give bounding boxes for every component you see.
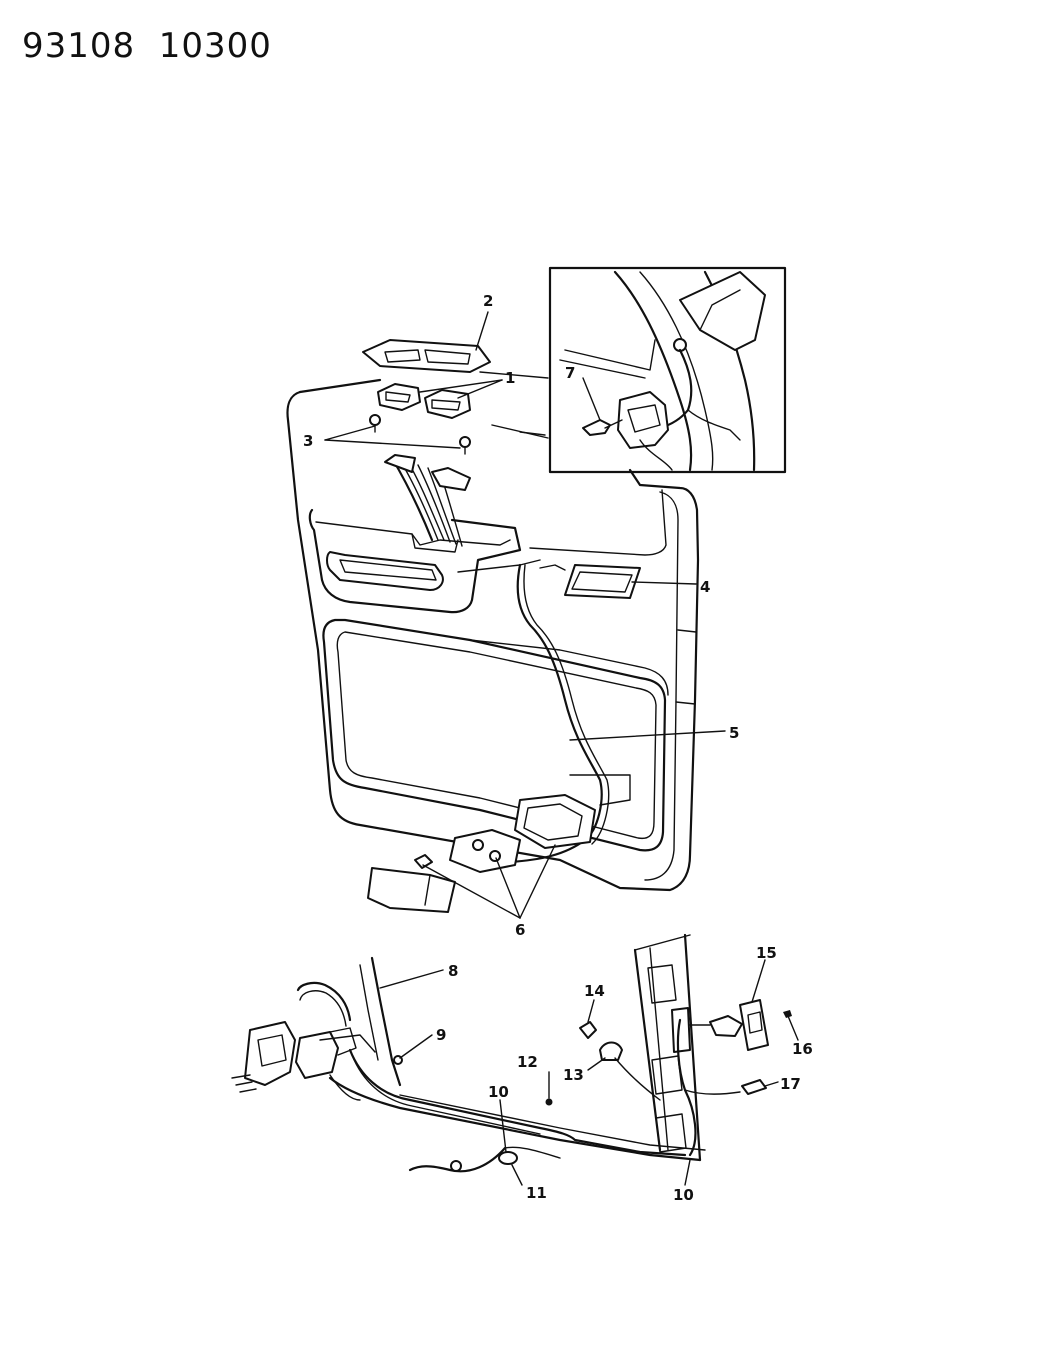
screws <box>369 414 471 455</box>
callout-11: 11 <box>526 1184 547 1202</box>
window-switches <box>377 383 471 419</box>
lower-bezel <box>367 774 631 913</box>
diagram-code: 93108 10300 <box>22 26 272 66</box>
callout-1: 1 <box>505 369 515 387</box>
callout-16: 16 <box>792 1040 813 1058</box>
callout-6: 6 <box>515 921 525 939</box>
callout-14: 14 <box>584 982 605 1000</box>
door-trim-panel <box>286 371 700 892</box>
callout-3: 3 <box>303 432 313 450</box>
callout-17: 17 <box>780 1075 801 1093</box>
callout-4: 4 <box>700 578 710 596</box>
callout-10-left: 10 <box>488 1083 509 1101</box>
callout-10-right: 10 <box>673 1186 694 1204</box>
callout-8: 8 <box>448 962 458 980</box>
switch-bezel <box>362 339 491 373</box>
inset-frame <box>548 266 787 474</box>
callout-2: 2 <box>483 292 493 310</box>
wire-harness <box>384 454 610 864</box>
callout-labels: 2 1 3 7 4 5 6 8 9 10 11 12 13 14 15 16 1… <box>303 292 813 1204</box>
callout-15: 15 <box>756 944 777 962</box>
floor-harness <box>231 933 792 1173</box>
inset-detail <box>548 266 787 474</box>
callout-7: 7 <box>565 364 575 382</box>
leader-lines <box>324 311 799 1186</box>
callout-5: 5 <box>729 724 739 742</box>
callout-9: 9 <box>436 1026 446 1044</box>
courtesy-lamp <box>564 564 641 599</box>
callout-12: 12 <box>517 1053 538 1071</box>
callout-13: 13 <box>563 1066 584 1084</box>
